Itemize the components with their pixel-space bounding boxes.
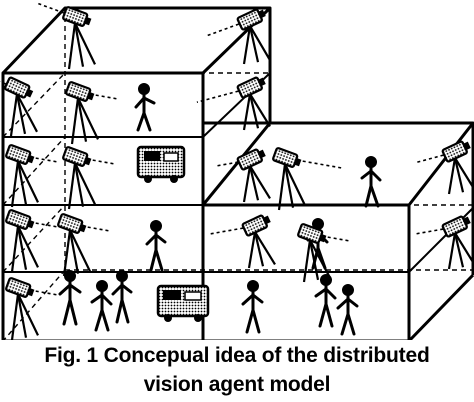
camera-icon: [272, 147, 345, 211]
tripod-leg: [454, 157, 474, 191]
person-icon: [241, 280, 264, 334]
tripod-leg: [17, 225, 39, 268]
tripod-leg: [248, 93, 260, 129]
tripod-leg: [242, 25, 252, 65]
camera-icon: [65, 81, 118, 145]
camera-body: [236, 8, 266, 31]
camera-icon: [37, 2, 96, 70]
camera-icon: [416, 140, 474, 195]
person-icon: [58, 270, 82, 326]
tripod-leg: [16, 160, 28, 205]
tripod-leg: [242, 93, 252, 131]
camera-icon: [62, 146, 115, 210]
tripod-leg: [242, 165, 252, 203]
person-icon: [314, 274, 337, 328]
tripod-leg: [248, 165, 260, 201]
tripod-leg: [62, 229, 72, 277]
tripod-leg: [16, 293, 28, 338]
camera-body: [65, 81, 95, 102]
tripod-leg: [16, 225, 28, 270]
tripod-leg: [277, 163, 287, 211]
person-icon: [111, 270, 133, 324]
tripod-leg: [17, 160, 39, 203]
person-icon: [134, 83, 156, 132]
camera-body: [272, 147, 302, 168]
camera-body: [62, 6, 92, 27]
camera-icon: [0, 76, 38, 137]
camera-body: [5, 144, 35, 165]
tripod-leg: [454, 232, 474, 266]
tripod-leg: [447, 232, 457, 270]
tripod-leg: [10, 225, 20, 273]
person-icon: [360, 156, 382, 208]
tripod-leg: [249, 93, 271, 127]
robot-icon: [156, 284, 210, 322]
tripod-leg: [453, 157, 465, 193]
figure-caption-line-2: vision agent model: [143, 373, 331, 396]
camera-body: [236, 148, 266, 171]
tripod-leg: [68, 229, 80, 274]
camera-body: [441, 215, 471, 238]
camera-body: [5, 277, 35, 298]
camera-body: [62, 146, 92, 167]
tripod-leg: [74, 162, 96, 205]
person-icon: [336, 284, 359, 336]
tripod-leg: [302, 239, 312, 283]
person-icon: [90, 280, 113, 332]
camera-icon: [210, 214, 276, 269]
camera-icon: [415, 215, 474, 270]
tripod-leg: [70, 97, 80, 145]
tripod-leg: [308, 239, 320, 281]
tripod-leg: [309, 239, 331, 279]
tripod-leg: [283, 163, 295, 208]
camera-body: [57, 213, 87, 234]
gaze-line: [284, 157, 345, 170]
tripod-leg: [9, 93, 19, 137]
tripod-leg: [15, 93, 27, 135]
camera-body: [297, 223, 327, 244]
camera-icon: [5, 144, 58, 208]
robot-icon: [136, 145, 186, 183]
tripod-leg: [74, 22, 96, 65]
tripod-leg: [447, 157, 457, 195]
tripod-leg: [248, 25, 260, 63]
person-icon: [145, 220, 167, 272]
camera-icon: [196, 76, 271, 131]
camera-icon: [57, 213, 110, 277]
camera-icon: [207, 8, 271, 65]
tripod-leg: [247, 231, 257, 269]
vision-agent-diagram: [0, 2, 474, 340]
tripod-leg: [69, 229, 91, 272]
tripod-leg: [253, 231, 265, 267]
camera-icon: [297, 223, 350, 283]
camera-body: [4, 76, 34, 99]
camera-body: [441, 140, 471, 163]
tripod-leg: [254, 231, 276, 265]
tripod-leg: [284, 163, 306, 206]
tripod-leg: [10, 160, 20, 208]
tripod-leg: [67, 162, 77, 210]
figure-caption-line-1: Fig. 1 Concepual idea of the distributed: [44, 344, 430, 367]
tripod-leg: [77, 97, 99, 140]
camera-body: [236, 76, 266, 99]
camera-body: [5, 209, 35, 230]
tripod-leg: [17, 293, 39, 336]
tripod-leg: [453, 232, 465, 268]
tripod-leg: [73, 162, 85, 207]
tripod-leg: [76, 97, 88, 142]
tripod-leg: [73, 22, 85, 67]
tripod-leg: [67, 22, 77, 70]
tripod-leg: [16, 93, 38, 133]
tripod-leg: [10, 293, 20, 340]
camera-agents: [0, 2, 474, 340]
camera-body: [241, 214, 271, 237]
tripod-leg: [249, 25, 271, 61]
camera-icon: [5, 277, 58, 340]
camera-icon: [215, 148, 271, 203]
tripod-leg: [249, 165, 271, 199]
camera-icon: [5, 209, 58, 273]
